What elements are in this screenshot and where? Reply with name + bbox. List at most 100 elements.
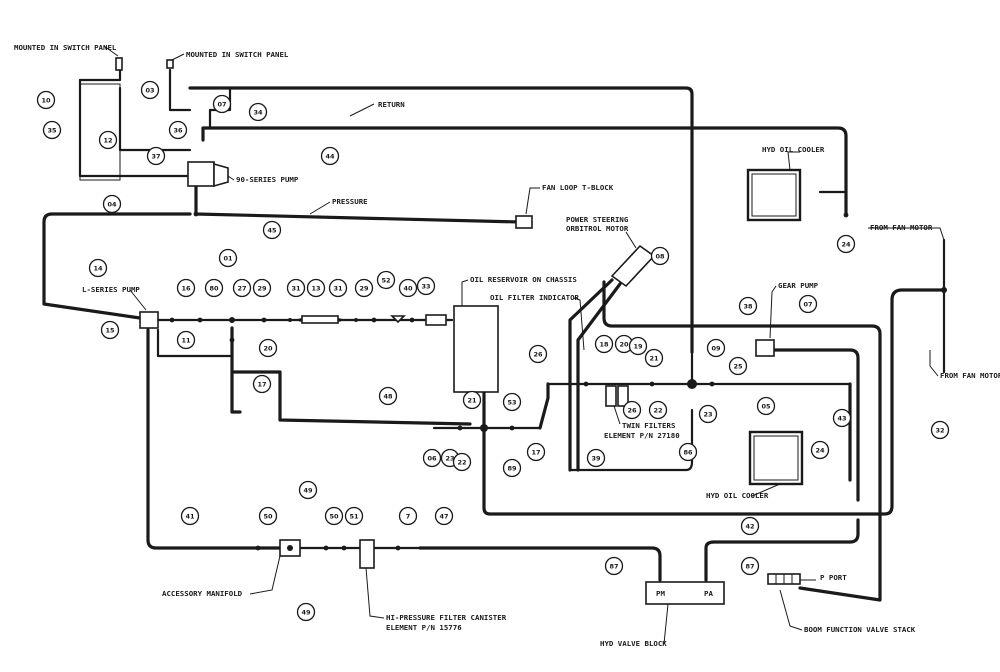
gear-pump	[755, 339, 775, 357]
callout-07: 07	[212, 94, 232, 114]
label-mounted-switch-panel-2: MOUNTED IN SWITCH PANEL	[186, 50, 289, 59]
label-from-fan-motor-bottom: FROM FAN MOTOR	[940, 371, 1000, 380]
callout-07: 07	[798, 294, 818, 314]
svg-text:33: 33	[421, 283, 430, 291]
callout-16: 16	[176, 278, 196, 298]
svg-text:48: 48	[383, 393, 393, 401]
hyd-oil-cooler-top	[746, 168, 802, 222]
callout-13: 13	[306, 278, 326, 298]
callout-26: 26	[528, 344, 548, 364]
label-accessory-manifold: ACCESSORY MANIFOLD	[162, 589, 243, 598]
label-pa: PA	[704, 589, 713, 598]
svg-text:39: 39	[591, 455, 601, 463]
svg-text:37: 37	[151, 153, 160, 161]
svg-text:53: 53	[507, 399, 516, 407]
svg-text:52: 52	[381, 277, 390, 285]
callout-29: 29	[354, 278, 374, 298]
callout-38: 38	[738, 296, 758, 316]
svg-text:25: 25	[733, 363, 743, 371]
svg-text:18: 18	[599, 341, 609, 349]
svg-text:26: 26	[533, 351, 543, 359]
callout-80: 80	[204, 278, 224, 298]
svg-text:17: 17	[531, 449, 540, 457]
callout-29: 29	[252, 278, 272, 298]
svg-text:21: 21	[649, 355, 659, 363]
svg-text:44: 44	[325, 153, 335, 161]
svg-text:49: 49	[301, 609, 311, 617]
callout-7: 7	[398, 506, 418, 526]
callout-23: 23	[698, 404, 718, 424]
orbitrol-motor	[610, 244, 656, 288]
callout-51: 51	[344, 506, 364, 526]
svg-text:12: 12	[103, 137, 112, 145]
svg-text:06: 06	[427, 455, 437, 463]
fan-loop-tblock	[515, 215, 533, 229]
label-oil-filter-indicator: OIL FILTER INDICATOR	[490, 293, 580, 302]
svg-text:31: 31	[291, 285, 301, 293]
callout-01: 01	[218, 248, 238, 268]
svg-text:50: 50	[329, 513, 339, 521]
callout-09: 09	[706, 338, 726, 358]
svg-text:50: 50	[263, 513, 273, 521]
svg-text:23: 23	[445, 455, 454, 463]
svg-text:38: 38	[743, 303, 753, 311]
series90-pump	[187, 161, 215, 187]
label-orbitrol-motor: ORBITROL MOTOR	[566, 224, 629, 233]
label-oil-reservoir: OIL RESERVOIR ON CHASSIS	[470, 275, 577, 284]
callout-50: 50	[324, 506, 344, 526]
svg-text:08: 08	[655, 253, 665, 261]
svg-text:15: 15	[105, 327, 115, 335]
callout-87: 87	[604, 556, 624, 576]
callout-21: 21	[644, 348, 664, 368]
svg-text:7: 7	[406, 513, 411, 521]
callout-14: 14	[88, 258, 108, 278]
callout-52: 52	[376, 270, 396, 290]
svg-text:17: 17	[257, 381, 266, 389]
svg-text:29: 29	[257, 285, 267, 293]
callout-21: 21	[462, 390, 482, 410]
callout-05: 05	[756, 396, 776, 416]
svg-text:24: 24	[815, 447, 825, 455]
callout-25: 25	[728, 356, 748, 376]
callout-22: 22	[452, 452, 472, 472]
callout-17: 17	[526, 442, 546, 462]
label-hyd-oil-cooler-top: HYD OIL COOLER	[762, 145, 825, 154]
svg-text:23: 23	[703, 411, 712, 419]
callout-87: 87	[740, 556, 760, 576]
label-hi-pressure-filter: HI-PRESSURE FILTER CANISTER	[386, 613, 507, 622]
callout-34: 34	[248, 102, 268, 122]
callout-24: 24	[836, 234, 856, 254]
label-p-port: P PORT	[820, 573, 847, 582]
svg-text:22: 22	[457, 459, 466, 467]
svg-text:13: 13	[311, 285, 320, 293]
callout-43: 43	[832, 408, 852, 428]
callout-42: 42	[740, 516, 760, 536]
label-90-series-pump: 90-SERIES PUMP	[236, 175, 299, 184]
svg-text:87: 87	[609, 563, 618, 571]
label-hyd-valve-block: HYD VALVE BLOCK	[600, 639, 667, 648]
switch-right	[166, 59, 174, 69]
twin-filter	[605, 385, 617, 407]
callout-18: 18	[594, 334, 614, 354]
callout-31: 31	[286, 278, 306, 298]
callout-06: 06	[422, 448, 442, 468]
callout-49: 49	[296, 602, 316, 622]
svg-text:22: 22	[653, 407, 662, 415]
callout-08: 08	[650, 246, 670, 266]
label-fan-loop-tblock: FAN LOOP T-BLOCK	[542, 183, 614, 192]
label-power-steering: POWER STEERING	[566, 215, 629, 224]
label-twin-filters: TWIN FILTERS	[622, 421, 675, 430]
svg-text:34: 34	[253, 109, 263, 117]
label-twin-filters-element: ELEMENT P/N 27180	[604, 431, 680, 440]
components	[79, 57, 804, 605]
svg-text:89: 89	[507, 465, 517, 473]
svg-text:16: 16	[181, 285, 191, 293]
svg-text:07: 07	[217, 101, 226, 109]
callout-49: 49	[298, 480, 318, 500]
svg-text:20: 20	[263, 345, 273, 353]
svg-text:04: 04	[107, 201, 117, 209]
svg-text:51: 51	[349, 513, 359, 521]
l-series-pump	[139, 311, 159, 329]
callout-22: 22	[648, 400, 668, 420]
